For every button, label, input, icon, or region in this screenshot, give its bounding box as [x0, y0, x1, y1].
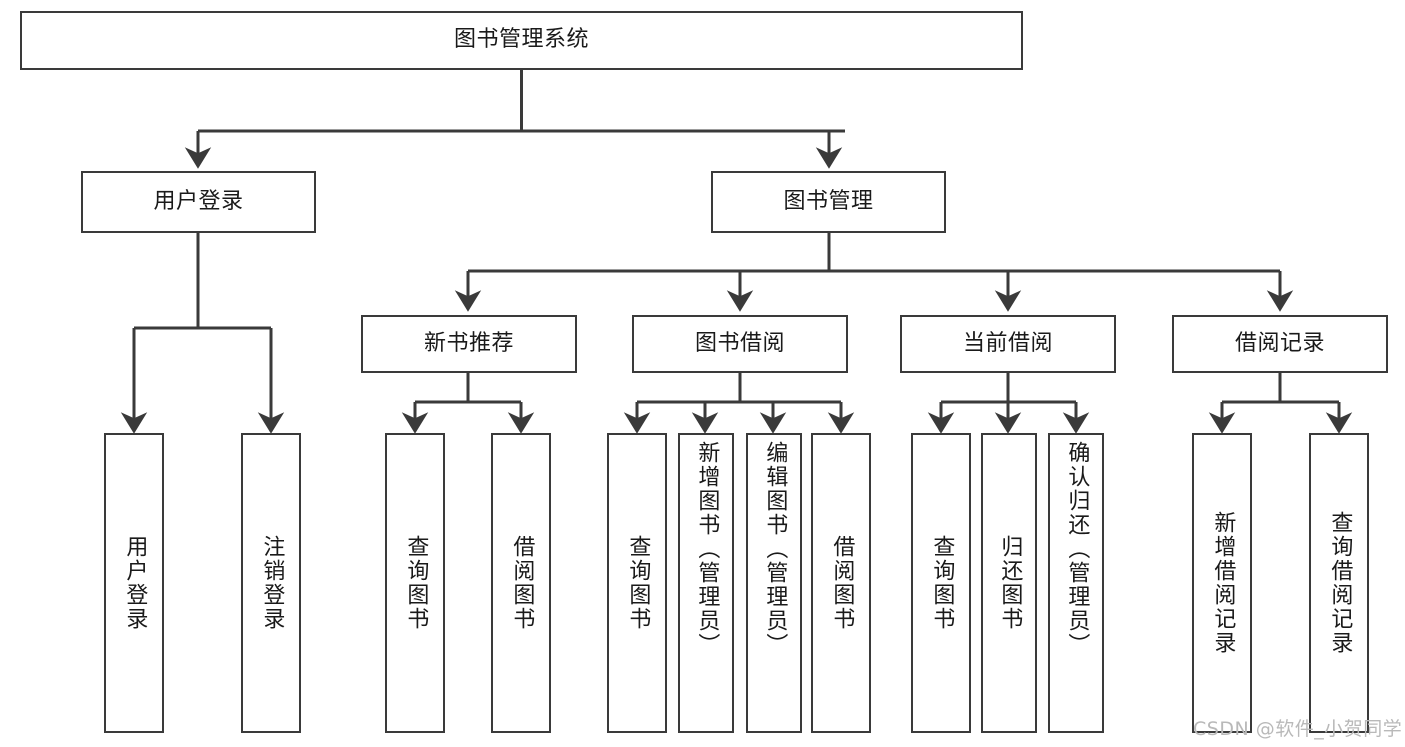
leaf-borrow-add-book-admin[interactable]: 新增图书（管理员） — [678, 433, 734, 733]
node-book-borrow[interactable]: 图书借阅 — [632, 315, 848, 373]
leaf-current-confirm-return-admin[interactable]: 确认归还（管理员） — [1048, 433, 1104, 733]
node-new-book-recommend[interactable]: 新书推荐 — [361, 315, 577, 373]
node-label: 图书管理系统 — [453, 27, 589, 53]
node-label: 新增图书（管理员） — [694, 441, 720, 657]
csdn-watermark: CSDN @软件_小贺同学 — [1193, 718, 1403, 740]
node-label: 确认归还（管理员） — [1064, 441, 1090, 657]
node-label: 借阅图书 — [829, 535, 855, 631]
node-label: 查询图书 — [625, 535, 651, 631]
node-label: 用户登录 — [122, 535, 148, 631]
leaf-borrow-edit-book-admin[interactable]: 编辑图书（管理员） — [746, 433, 802, 733]
node-label: 注销登录 — [259, 535, 285, 631]
leaf-borrow-query-book[interactable]: 查询图书 — [607, 433, 667, 733]
node-label: 查询图书 — [929, 535, 955, 631]
leaf-user-login-login[interactable]: 用户登录 — [104, 433, 164, 733]
node-label: 图书管理 — [783, 188, 874, 214]
node-current-borrow[interactable]: 当前借阅 — [900, 315, 1116, 373]
node-label: 编辑图书（管理员） — [762, 441, 788, 657]
node-label: 查询借阅记录 — [1327, 511, 1353, 655]
leaf-recommend-query-book[interactable]: 查询图书 — [385, 433, 445, 733]
leaf-current-query-book[interactable]: 查询图书 — [911, 433, 971, 733]
node-book-management[interactable]: 图书管理 — [711, 171, 946, 233]
leaf-recommend-borrow-book[interactable]: 借阅图书 — [491, 433, 551, 733]
node-label: 归还图书 — [997, 535, 1023, 631]
node-label: 查询图书 — [403, 535, 429, 631]
node-label: 借阅记录 — [1234, 330, 1325, 356]
node-root-system[interactable]: 图书管理系统 — [20, 11, 1023, 70]
node-borrow-record[interactable]: 借阅记录 — [1172, 315, 1388, 373]
leaf-borrow-borrow-book[interactable]: 借阅图书 — [811, 433, 871, 733]
leaf-current-return-book[interactable]: 归还图书 — [981, 433, 1037, 733]
node-label: 图书借阅 — [694, 330, 785, 356]
node-label: 当前借阅 — [962, 330, 1053, 356]
node-label: 借阅图书 — [509, 535, 535, 631]
leaf-record-add-record[interactable]: 新增借阅记录 — [1192, 433, 1252, 733]
node-user-login[interactable]: 用户登录 — [81, 171, 316, 233]
leaf-user-login-logout[interactable]: 注销登录 — [241, 433, 301, 733]
node-label: 新增借阅记录 — [1210, 511, 1236, 655]
leaf-record-query-record[interactable]: 查询借阅记录 — [1309, 433, 1369, 733]
node-label: 新书推荐 — [423, 330, 514, 356]
node-label: 用户登录 — [153, 188, 244, 214]
